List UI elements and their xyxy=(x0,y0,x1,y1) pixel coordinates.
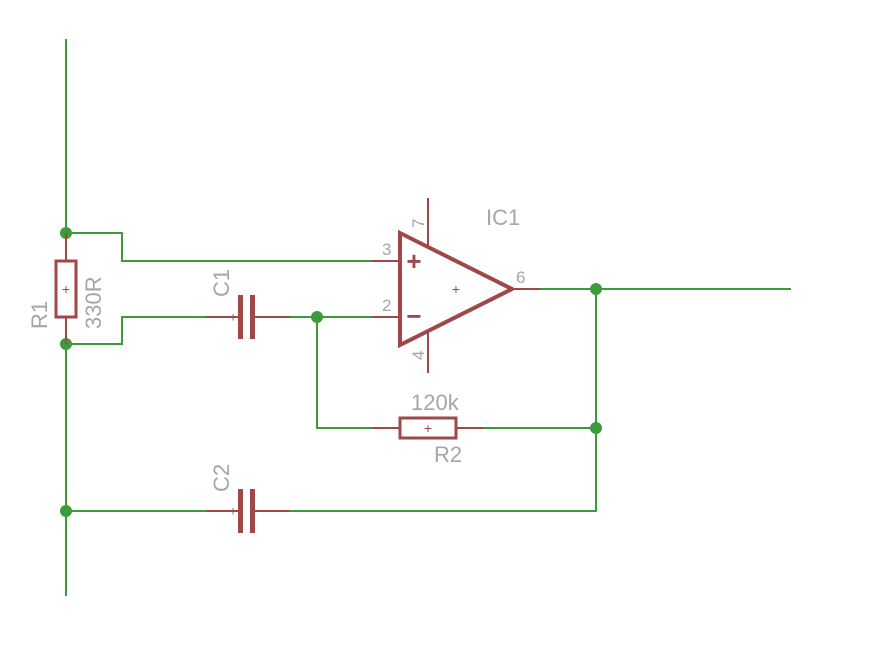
r2-origin-mark: + xyxy=(424,420,432,436)
r2-value-label: 120k xyxy=(411,390,460,415)
wires xyxy=(65,39,791,596)
r2-body xyxy=(398,416,458,440)
wire-r1-bottom-to-c1[interactable] xyxy=(65,316,207,345)
r1-origin-mark: + xyxy=(62,281,70,297)
junction-dot xyxy=(311,311,323,323)
c1-origin-mark: + xyxy=(229,310,237,325)
ic1-pin2-number: 2 xyxy=(382,296,391,315)
wire-pin2-node-to-r2[interactable] xyxy=(316,316,373,429)
r1-value-label: 330R xyxy=(81,276,106,329)
r1-resistor[interactable]: + xyxy=(54,233,78,344)
junction-dot xyxy=(60,505,72,517)
c1-name-label: C1 xyxy=(209,269,234,297)
r1-name-label: R1 xyxy=(27,301,52,329)
ic1-plus-sign: + xyxy=(406,246,421,276)
ic1-pin6-number: 6 xyxy=(516,268,525,287)
r1-body xyxy=(54,259,78,319)
c1-plate-left xyxy=(238,295,243,339)
ic1-body xyxy=(398,229,517,349)
wire-r1-top-to-pin3[interactable] xyxy=(65,232,373,262)
c1-plate-right xyxy=(250,295,255,339)
c2-origin-mark: + xyxy=(229,504,237,519)
c2-name-label: C2 xyxy=(209,464,234,492)
ic1-minus-sign: − xyxy=(406,301,421,331)
ic1-pin4-number: 4 xyxy=(409,351,428,360)
ic1-pin7-number: 7 xyxy=(409,219,428,228)
junction-dot xyxy=(590,283,602,295)
c2-capacitor[interactable]: + xyxy=(206,489,290,533)
c1-capacitor[interactable]: + xyxy=(206,295,290,339)
ic1-center-mark: + xyxy=(452,281,460,297)
ic1-opamp[interactable]: + − + xyxy=(372,198,540,373)
c2-plate-right xyxy=(250,489,255,533)
ic1-pin3-number: 3 xyxy=(382,240,391,259)
junction-dot xyxy=(590,422,602,434)
r2-name-label: R2 xyxy=(434,442,462,467)
ic1-name-label: IC1 xyxy=(486,205,520,230)
r2-resistor[interactable]: + xyxy=(372,416,484,440)
c2-plate-left xyxy=(238,489,243,533)
junctions xyxy=(60,227,602,517)
